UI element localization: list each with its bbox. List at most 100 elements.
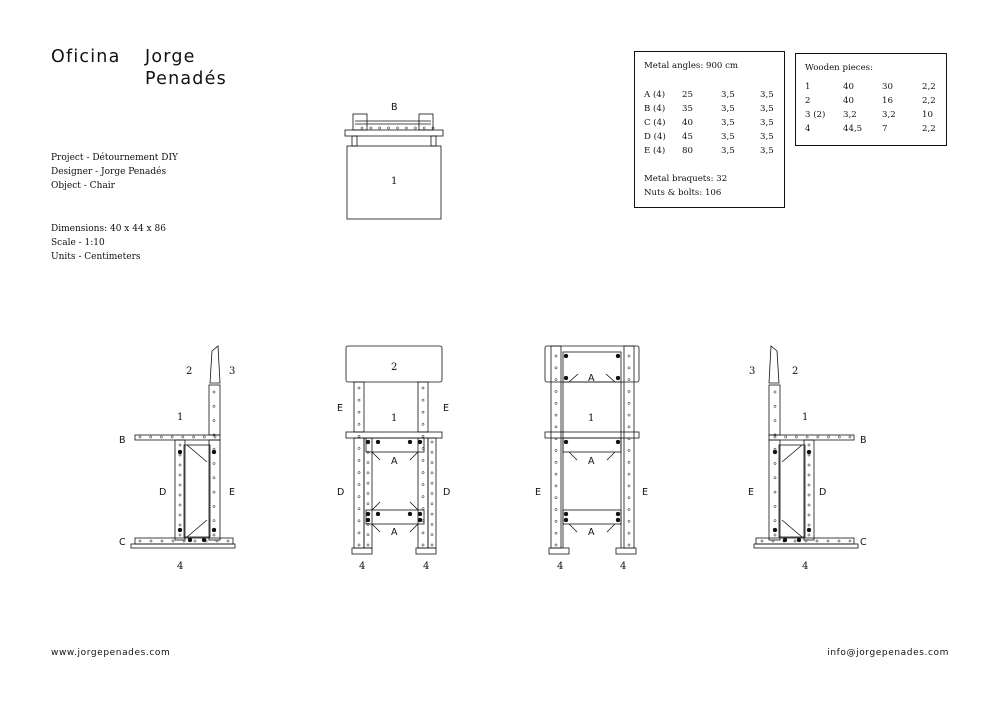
leg [363,437,373,549]
perforation-hole [771,539,775,543]
perforation-hole [357,483,361,486]
perforation-hole [554,496,558,500]
perforation-hole [366,450,370,454]
seat-edge [345,431,443,439]
perforation-hole [366,533,370,537]
perforation-hole [212,433,216,437]
bolt [187,537,193,543]
cell: 3,5 [760,118,774,128]
perforation-hole [357,471,361,474]
back-post [418,113,434,131]
perforation-hole [430,492,434,495]
cell: 3,2 [882,110,896,120]
perforation-hole [212,490,216,494]
brace-diag [186,444,208,463]
back-post [352,113,368,131]
perforation-hole [178,443,182,447]
leg-front [803,439,815,541]
perforation-hole [357,422,361,426]
perforation-hole [421,410,425,414]
back-post [768,384,781,436]
hole-column [627,354,631,547]
cell: 2,2 [922,124,936,134]
perforation-hole [366,471,370,475]
bolt-group [772,449,812,543]
cell: 80 [682,146,693,156]
perforation-hole [378,126,382,130]
front-view [345,345,443,555]
perforation-hole [160,435,163,439]
perforation-hole [431,126,435,130]
brace-a-bottom [365,509,425,525]
cell: 40 [843,82,854,92]
perforation-hole [357,543,361,547]
brace-a-mid [562,437,622,453]
side-view-right [753,345,859,549]
hole-row [773,435,852,439]
bolt [375,439,381,445]
perforation-hole [360,126,364,130]
email-link[interactable]: info@jorgepenades.com [827,648,949,658]
bolt [365,439,371,445]
website-link[interactable]: www.jorgepenades.com [51,648,171,658]
leg-back [208,439,221,541]
label-post: 3 [749,366,755,377]
perforation-hole [554,472,558,476]
project-designer: Designer - Jorge Penadés [51,167,167,178]
perforation-hole [554,390,558,393]
perforation-hole [212,505,216,508]
perforation-hole [430,440,434,444]
bolt [563,353,569,359]
perforation-hole [807,453,811,457]
perforation-hole [784,435,788,439]
post [623,345,635,549]
perforation-hole [213,435,217,439]
perforation-hole [413,126,417,130]
perforation-hole [149,435,153,439]
perforation-hole [357,459,361,462]
perforation-hole [430,450,434,454]
label-back: 2 [186,366,192,377]
perforation-hole [554,484,558,488]
label-a-mid: A [588,456,595,467]
backrest [209,345,221,384]
cell: B (4) [644,104,666,114]
foot [351,547,373,555]
perforation-hole [848,435,852,439]
cell: 1 [805,82,811,92]
leg [417,437,429,549]
label-d-right: D [443,487,450,498]
perforation-hole [773,490,777,494]
perforation-hole [807,483,811,487]
bolt [417,511,423,517]
perforation-hole [178,523,182,527]
brace-diag [409,451,419,461]
perforation-hole [366,502,370,506]
perforation-hole [807,493,811,497]
perforation-hole [627,508,631,511]
bolt [563,511,569,517]
perforation-hole [627,460,631,464]
brace-diag [568,523,578,533]
perforation-hole [226,539,230,543]
brace-a-top [562,351,622,383]
bolt [375,511,381,517]
label-c: C [119,537,126,548]
project-dimensions: Dimensions: 40 x 44 x 86 [51,224,166,234]
bolt [365,511,371,517]
perforation-hole [138,539,142,543]
hole-column [421,386,425,547]
perforation-hole [357,386,361,390]
perforation-hole [804,539,808,543]
label-foot: 4 [802,561,808,572]
project-object: Object - Chair [51,181,115,192]
bolt [563,375,569,381]
bolt [201,537,207,543]
perforation-hole [848,539,852,543]
perforation-hole [421,398,425,402]
cell: 3,2 [843,110,857,120]
perforation-hole [773,476,777,480]
cell: A (4) [644,90,666,100]
hole-column [773,390,777,537]
